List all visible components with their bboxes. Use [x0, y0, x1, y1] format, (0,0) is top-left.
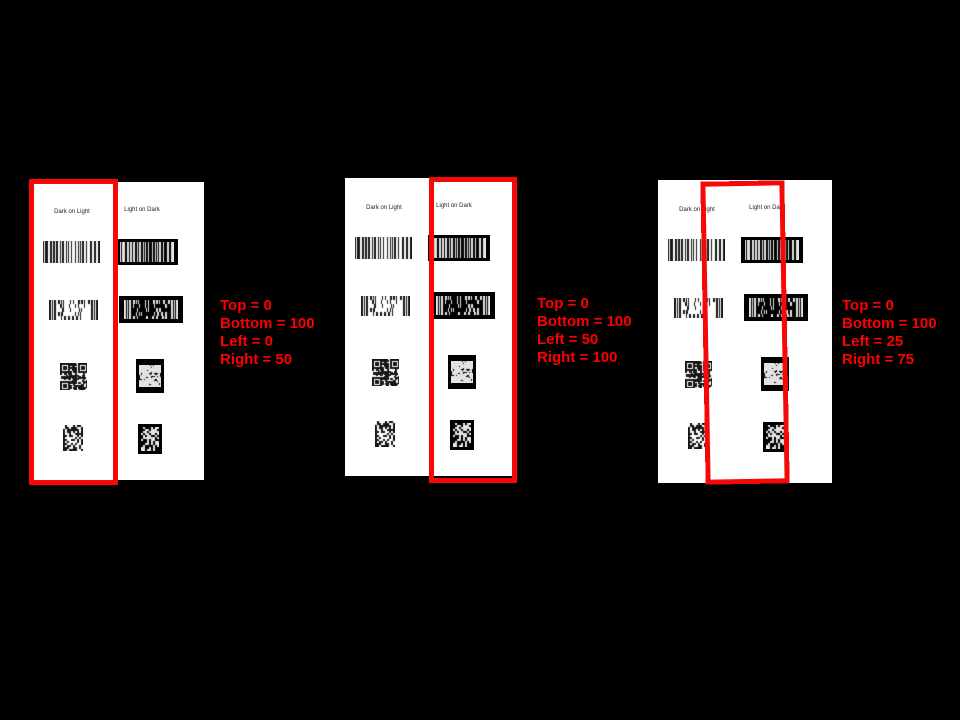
crop-param-line: Top = 0: [842, 297, 894, 314]
crop-param-line: Left = 50: [537, 331, 599, 348]
qr-code-inverted: [764, 363, 786, 385]
column-label-light-on-dark: Light on Dark: [436, 203, 472, 209]
crop-region-overlay-left-half: [29, 179, 118, 485]
qr-code: [685, 361, 712, 388]
barcode-pdf417-inverted-frame: [119, 296, 183, 323]
column-label-dark-on-light: Dark on Light: [366, 205, 402, 211]
barcode-pdf417-inverted-frame: [744, 294, 808, 321]
barcode-pdf417: [361, 296, 410, 316]
crop-region-overlay-right-half: [429, 177, 517, 483]
data-matrix: [688, 423, 708, 449]
data-matrix-inverted: [453, 423, 471, 447]
barcode-1d-inverted: [432, 238, 486, 258]
barcode-pdf417-inverted: [124, 300, 178, 319]
crop-params-label-1: Top = 0 Bottom = 100 Left = 0 Right = 50: [220, 297, 315, 369]
crop-param-line: Bottom = 100: [537, 313, 632, 330]
barcode-pdf417-inverted: [749, 298, 803, 317]
crop-param-line: Bottom = 100: [842, 315, 937, 332]
qr-code-inverted: [139, 365, 161, 387]
barcode-pdf417-inverted: [436, 296, 490, 315]
qr-code: [372, 359, 399, 386]
barcode-pdf417-inverted-frame: [431, 292, 495, 319]
barcode-1d-inverted: [120, 242, 174, 262]
qr-code-inverted-frame: [136, 359, 164, 393]
crop-params-label-3: Top = 0 Bottom = 100 Left = 25 Right = 7…: [842, 297, 937, 369]
data-matrix-inverted: [141, 427, 159, 451]
crop-params-label-2: Top = 0 Bottom = 100 Left = 50 Right = 1…: [537, 295, 632, 367]
data-matrix-inverted-frame: [138, 424, 162, 454]
crop-param-line: Left = 25: [842, 333, 904, 350]
column-label-light-on-dark: Light on Dark: [749, 205, 785, 211]
crop-param-line: Bottom = 100: [220, 315, 315, 332]
data-matrix: [63, 425, 83, 451]
crop-param-line: Right = 50: [220, 351, 293, 368]
crop-param-line: Top = 0: [220, 297, 272, 314]
data-matrix-inverted: [766, 425, 784, 449]
qr-code-inverted-frame: [761, 357, 789, 391]
crop-param-line: Top = 0: [537, 295, 589, 312]
crop-param-line: Right = 100: [537, 349, 618, 366]
qr-code: [60, 363, 87, 390]
barcode-1d: [355, 237, 412, 259]
barcode-1d-inverted-frame: [741, 237, 803, 263]
column-label-dark-on-light: Dark on Light: [54, 209, 90, 215]
data-matrix: [375, 421, 395, 447]
qr-code-inverted: [451, 361, 473, 383]
column-label-light-on-dark: Light on Dark: [124, 207, 160, 213]
test-chart-panel-1: Dark on Light Light on Dark: [33, 182, 204, 480]
crop-region-overlay-middle: [700, 180, 790, 485]
barcode-1d-inverted: [745, 240, 799, 260]
crop-param-line: Right = 75: [842, 351, 915, 368]
qr-code-inverted-frame: [448, 355, 476, 389]
test-chart-panel-3: Dark on Light Light on Dark: [658, 180, 832, 483]
column-label-dark-on-light: Dark on Light: [679, 207, 715, 213]
barcode-1d-inverted-frame: [428, 235, 490, 261]
data-matrix-inverted-frame: [450, 420, 474, 450]
barcode-pdf417: [49, 300, 98, 320]
data-matrix-inverted-frame: [763, 422, 787, 452]
crop-param-line: Left = 0: [220, 333, 273, 350]
barcode-1d: [43, 241, 100, 263]
barcode-1d-inverted-frame: [116, 239, 178, 265]
barcode-1d: [668, 239, 725, 261]
barcode-pdf417: [674, 298, 723, 318]
